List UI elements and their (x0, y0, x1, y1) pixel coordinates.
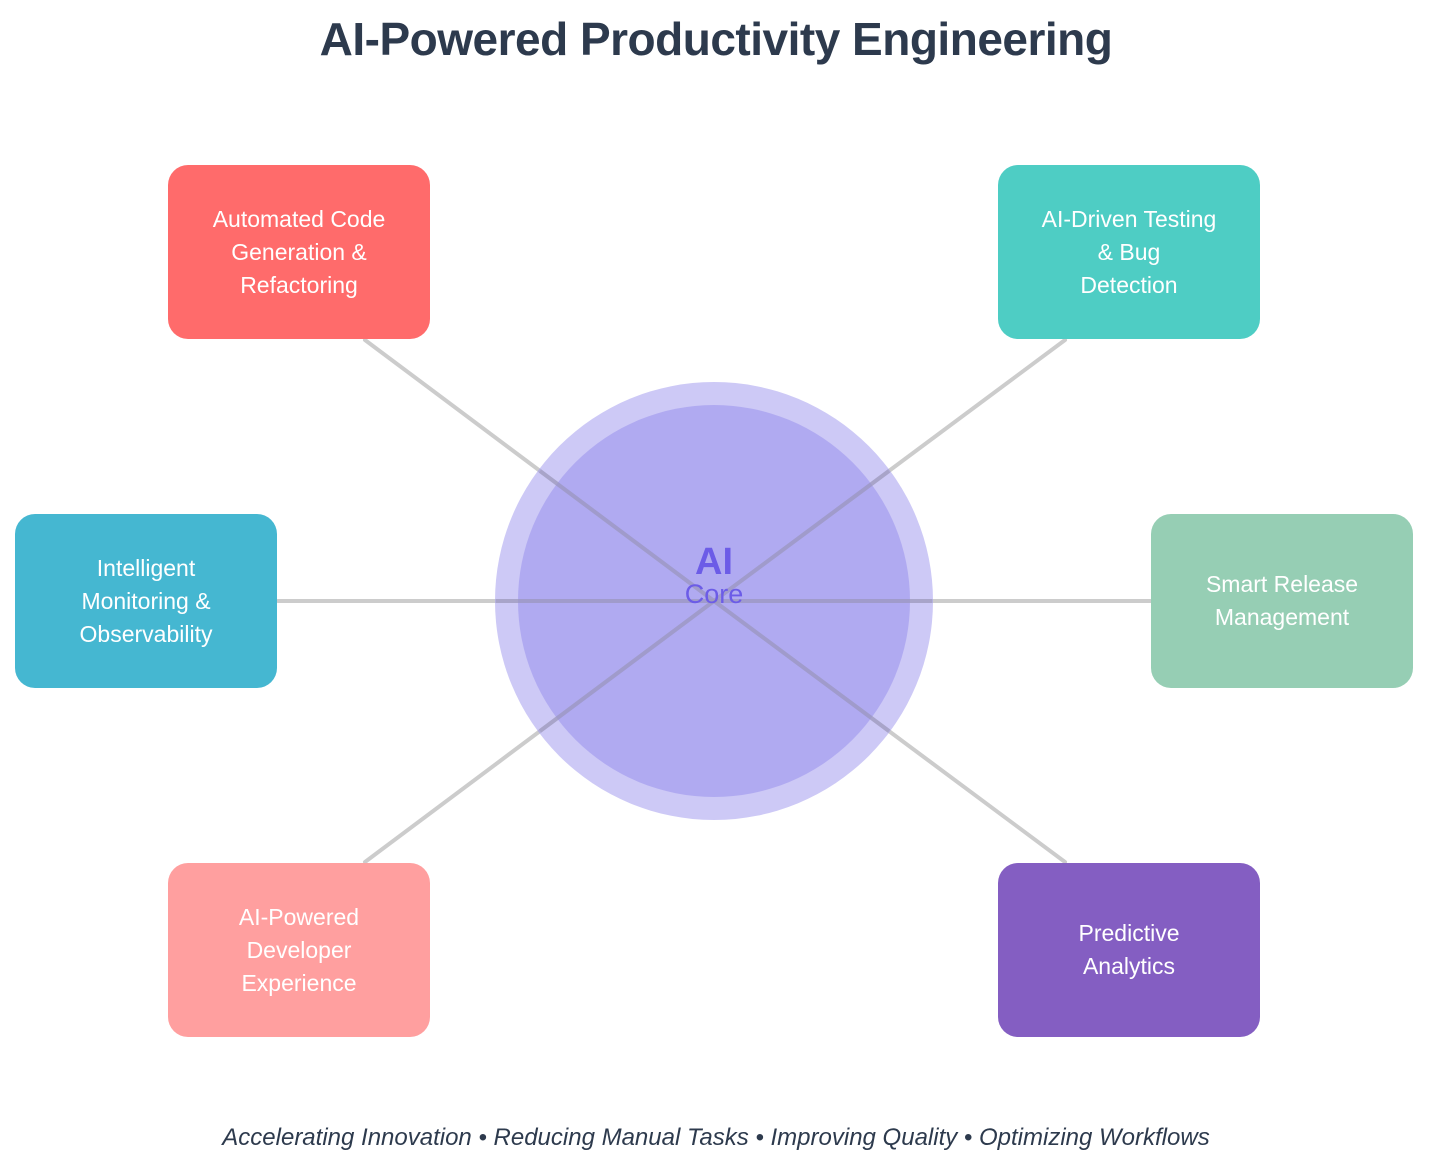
ai-core-outer-ring (495, 382, 933, 820)
node-code-generation[interactable]: Automated Code Generation & Refactoring (168, 165, 430, 339)
connector-predictive-analytics (712, 599, 1067, 864)
ai-core-subtitle: Core (684, 579, 744, 609)
node-label: Predictive Analytics (1078, 920, 1180, 979)
connector-developer-experience (363, 599, 716, 864)
connector-code-generation (363, 338, 716, 603)
node-label: Intelligent Monitoring & Observability (79, 554, 213, 647)
node-developer-experience[interactable]: AI-Powered Developer Experience (168, 863, 430, 1037)
node-predictive-analytics[interactable]: Predictive Analytics (998, 863, 1260, 1037)
node-label: Automated Code Generation & Refactoring (212, 205, 386, 298)
ai-core-label: AI Core (614, 540, 814, 608)
node-label: Smart Release Management (1205, 571, 1359, 630)
node-monitoring[interactable]: Intelligent Monitoring & Observability (15, 514, 277, 688)
node-label: AI-Driven Testing & Bug Detection (1041, 205, 1217, 298)
diagram-title: AI-Powered Productivity Engineering (319, 13, 1113, 65)
node-testing[interactable]: AI-Driven Testing & Bug Detection (998, 165, 1260, 339)
ai-core-inner-circle (518, 405, 910, 797)
footer-tagline: Accelerating Innovation • Reducing Manua… (222, 1124, 1210, 1151)
node-label: AI-Powered Developer Experience (238, 903, 360, 996)
connector-testing (712, 338, 1067, 603)
node-release[interactable]: Smart Release Management (1151, 514, 1413, 688)
ai-core-title: AI (695, 541, 733, 583)
ai-core-circle (495, 382, 933, 820)
